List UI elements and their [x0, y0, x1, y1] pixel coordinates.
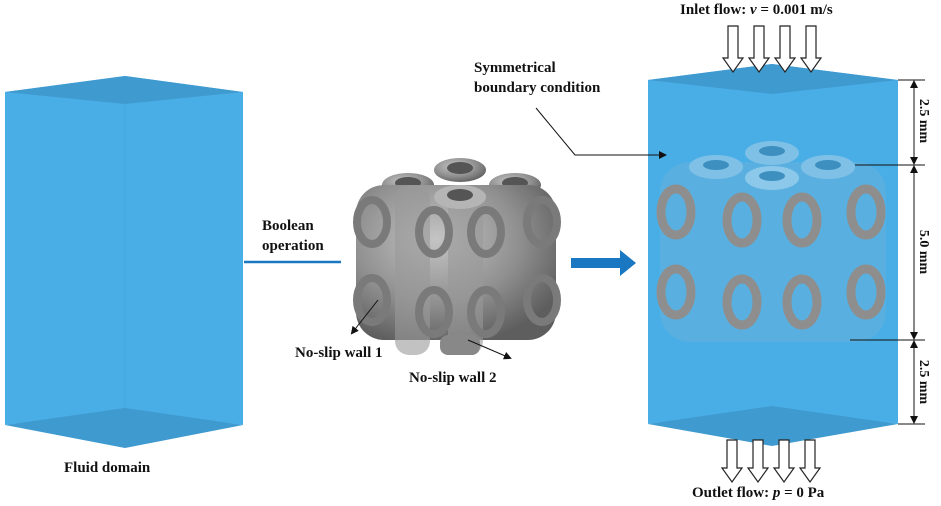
outlet-flow-label: Outlet flow: p = 0 Pa	[692, 485, 825, 501]
dim-middle-label: 5.0 mm	[916, 229, 931, 275]
scaffold-model	[353, 158, 561, 355]
inlet-flow-label: Inlet flow: v = 0.001 m/s	[680, 2, 833, 18]
outlet-arrows-icon	[720, 439, 822, 484]
fluid-domain-label: Fluid domain	[64, 460, 151, 476]
dim-bottom-label: 2.5 mm	[916, 359, 931, 405]
boolean-label-line1: Boolean	[262, 218, 314, 234]
fluid-domain-assembly	[648, 64, 898, 446]
inlet-arrows-icon	[721, 25, 823, 74]
no-slip-wall-2-label: No-slip wall 2	[409, 370, 497, 386]
symmetrical-label-line1: Symmetrical	[474, 60, 556, 76]
symmetrical-label-line2: boundary condition	[474, 80, 601, 96]
dimension-lines	[850, 79, 925, 425]
dim-top-label: 2.5 mm	[916, 98, 931, 144]
no-slip-wall-1-label: No-slip wall 1	[295, 345, 383, 361]
fluid-domain-block	[5, 76, 243, 448]
process-arrow-icon	[571, 250, 636, 276]
boolean-label-line2: operation	[262, 238, 324, 254]
